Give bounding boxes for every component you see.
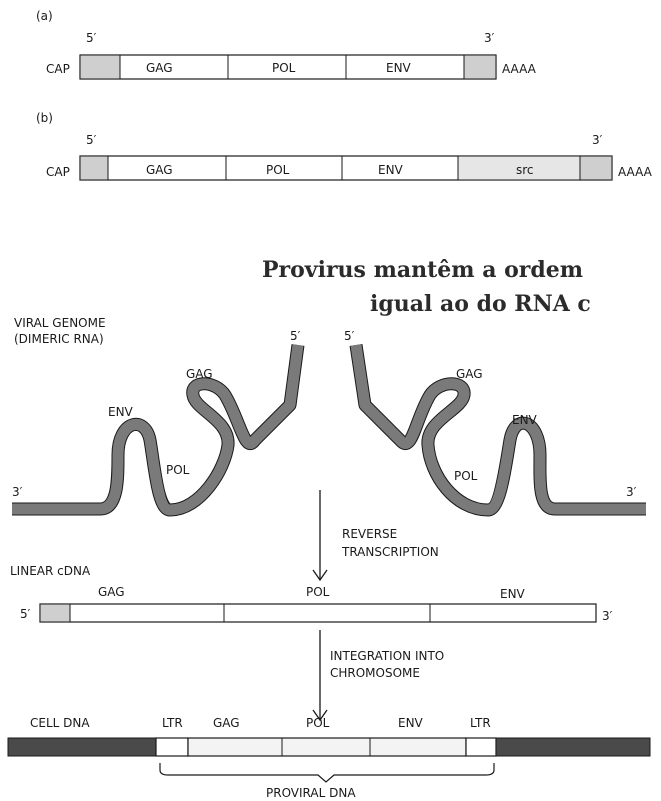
provirus-env-label: ENV: [398, 716, 424, 730]
genome-label-line-2: (DIMERIC RNA): [14, 332, 104, 346]
left-gag-label: GAG: [186, 367, 213, 381]
panel-b-env: ENV: [378, 163, 404, 177]
integration-arrow: [313, 630, 327, 720]
cdna-env-label: ENV: [500, 587, 526, 601]
step-1-line-1: REVERSE: [342, 527, 397, 541]
cell-dna-label: CELL DNA: [30, 716, 90, 730]
cdna-pol-label: POL: [306, 585, 330, 599]
panel-a-five-prime: 5′: [86, 31, 97, 45]
panel-a-three-prime: 3′: [484, 31, 495, 45]
panel-b-gag: GAG: [146, 163, 173, 177]
cdna-five-prime: 5′: [20, 607, 31, 621]
panel-b: (b) 5′ 3′ CAP GAG POL ENV src AAAA: [36, 111, 653, 180]
panel-a-3-terminal-region: [464, 55, 496, 79]
right-three-prime: 3′: [626, 485, 637, 499]
step-1-line-2: TRANSCRIPTION: [341, 545, 439, 559]
panel-a-gag: GAG: [146, 61, 173, 75]
panel-a-5-terminal-region: [80, 55, 120, 79]
cell-dna-right: [496, 738, 650, 756]
panel-b-3-terminal-region: [580, 156, 612, 180]
panel-a-pol: POL: [272, 61, 296, 75]
ltr-left: [156, 738, 188, 756]
title-line-2: igual ao do RNA c: [370, 291, 591, 317]
cell-dna-left: [8, 738, 156, 756]
cdna-label: LINEAR cDNA: [10, 564, 91, 578]
panel-b-pol: POL: [266, 163, 290, 177]
left-pol-label: POL: [166, 463, 190, 477]
panel-a-label: (a): [36, 9, 53, 23]
ltr-right: [466, 738, 496, 756]
panel-b-five-prime: 5′: [86, 133, 97, 147]
ltr-right-label: LTR: [470, 716, 491, 730]
panel-b-three-prime: 3′: [592, 133, 603, 147]
cdna-gag-label: GAG: [98, 585, 125, 599]
genome-label-line-1: VIRAL GENOME: [14, 316, 106, 330]
left-five-prime: 5′: [290, 329, 301, 343]
panel-a-polya: AAAA: [502, 62, 537, 76]
ltr-left-label: LTR: [162, 716, 183, 730]
left-three-prime: 3′: [12, 485, 23, 499]
panel-b-src: src: [516, 163, 534, 177]
right-gag-label: GAG: [456, 367, 483, 381]
left-rna-strand: [12, 345, 298, 510]
right-pol-label: POL: [454, 469, 478, 483]
provirus-gag-label: GAG: [213, 716, 240, 730]
panel-a-cap: CAP: [46, 62, 70, 76]
cdna-bar: [40, 604, 596, 622]
panel-b-label: (b): [36, 111, 53, 125]
reverse-transcription-arrow: [313, 490, 327, 580]
proviral-dna-label: PROVIRAL DNA: [266, 786, 356, 800]
panel-b-cap: CAP: [46, 165, 70, 179]
proviral-dna-bracket: [160, 763, 494, 782]
left-env-label: ENV: [108, 405, 134, 419]
provirus-pol-label: POL: [306, 716, 330, 730]
right-env-label: ENV: [512, 413, 538, 427]
panel-b-polya: AAAA: [618, 165, 653, 179]
cdna-three-prime: 3′: [602, 609, 613, 623]
cdna-5-terminal-region: [40, 604, 70, 622]
right-five-prime: 5′: [344, 329, 355, 343]
provirus-body: [188, 738, 466, 756]
title-line-1: Provirus mantêm a ordem: [262, 257, 583, 283]
panel-a: (a) 5′ 3′ CAP GAG POL ENV AAAA: [36, 9, 537, 79]
panel-a-env: ENV: [386, 61, 412, 75]
panel-b-5-terminal-region: [80, 156, 108, 180]
step-2-line-2: CHROMOSOME: [330, 666, 420, 680]
step-2-line-1: INTEGRATION INTO: [330, 649, 444, 663]
right-rna-strand: [356, 345, 646, 510]
